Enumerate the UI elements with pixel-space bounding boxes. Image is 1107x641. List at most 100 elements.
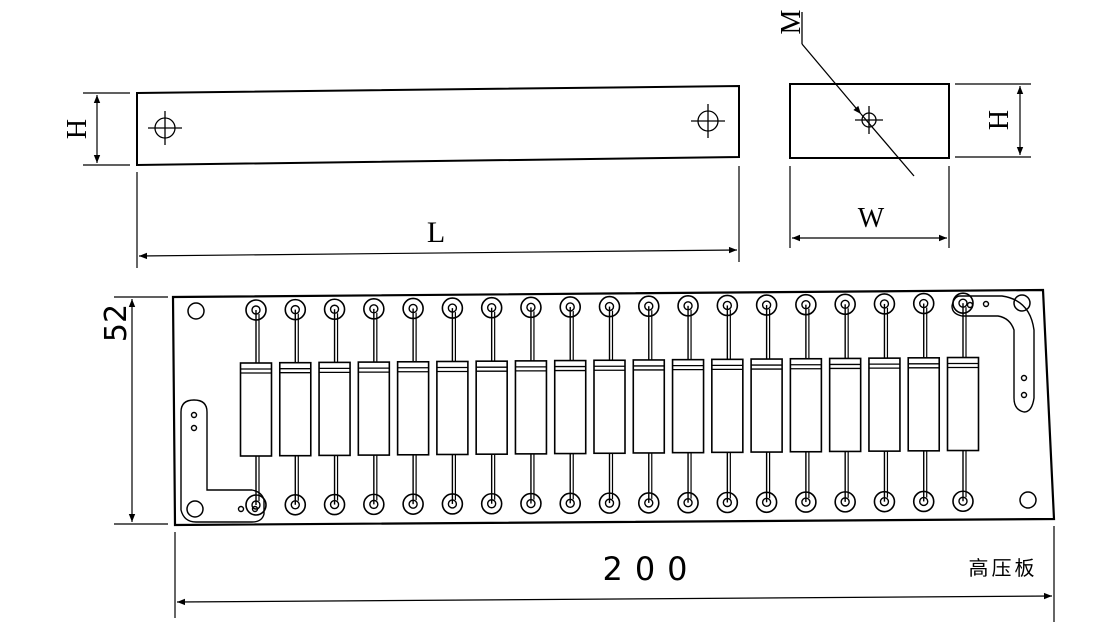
eyelet-ring-icon [598,492,621,514]
eyelet-ring-icon [952,292,974,314]
resistor-body [868,357,901,452]
eyelet-ring-icon [761,300,772,310]
eyelet-ring-icon [441,297,464,319]
eyelet-ring-icon [526,302,536,313]
eyelet-ring-icon [290,304,300,315]
eyelet-ring-icon [716,294,739,317]
eyelet-ring-icon [919,298,929,309]
eyelet-ring-icon [441,493,464,515]
eyelet-ring-icon [284,298,307,321]
resistor-body [789,357,823,453]
eyelet-ring-icon [323,298,346,321]
eyelet-ring-icon [873,490,896,513]
eyelet-ring-icon [329,499,340,510]
eyelet-ring-icon [559,492,582,515]
eyelet-ring-icon [598,295,621,318]
block-outline [789,83,950,159]
eyelet-ring-icon [952,490,974,513]
board-width-dimension [174,526,1055,622]
resistor-body [828,357,862,453]
eyelet-ring-icon [879,496,890,507]
eyelet-ring-icon [251,305,261,315]
eyelet-ring-icon [644,301,654,311]
eyelet-ring-icon [801,497,811,507]
resistor-body [318,361,351,457]
eyelet-ring-icon [834,293,856,316]
eyelet-ring-icon [402,493,424,515]
resistor-body [436,360,469,456]
eyelet-ring-icon [480,296,503,319]
resistor-body [396,360,430,456]
eyelet-ring-icon [402,297,424,320]
eyelet-ring-icon [919,496,929,507]
left-trace [180,399,265,523]
resistor-body [475,360,508,455]
eyelet-ring-icon [363,298,385,320]
board [171,288,1056,527]
eyelet-ring-icon [716,491,739,514]
resistor-body [750,358,783,453]
hole-label: M [776,9,807,34]
eyelet-ring-icon [486,303,497,313]
eyelet-ring-icon [323,493,346,516]
height-dimension [83,92,130,166]
board-width-label: 200 [602,550,699,588]
eyelet-ring-icon [290,500,300,510]
crosshair-hole-icon [855,106,883,134]
board-name-label: 高压板 [969,556,1038,580]
eyelet-ring-icon [912,292,935,315]
side-height-dimension [955,83,1031,158]
top-height-label: H [62,119,93,139]
right-trace [951,295,1035,413]
eyelet-ring-icon [329,304,340,314]
eyelet-ring-icon [251,500,261,510]
top-view [83,84,740,268]
eyelet-ring-icon [565,302,575,312]
eyelet-ring-icon [526,498,536,509]
eyelet-ring-icon [873,293,896,315]
board-height-dimension [114,296,168,525]
board-height-label: 52 [99,304,134,342]
eyelet-ring-icon [637,295,660,318]
eyelet-ring-icon [363,493,385,516]
eyelet-ring-icon [369,499,379,510]
eyelet-ring-icon [245,299,267,321]
resistor-body [907,357,941,452]
length-dimension [136,166,740,268]
eyelet-ring-icon [284,493,307,516]
eyelet-ring-icon [840,299,850,309]
hole-leader [801,12,915,177]
eyelet-ring-icon [637,492,660,514]
eyelet-ring-icon [683,301,693,311]
resistor-body [239,362,273,457]
mount-hole-icon [186,500,204,518]
eyelet-ring-icon [604,498,615,508]
eyelet-ring-icon [912,490,935,513]
eyelet-ring-icon [559,296,582,318]
eyelet-ring-icon [722,300,733,311]
side-height-label: H [984,110,1015,130]
eyelet-ring-icon [761,497,772,507]
eyelet-ring-icon [958,298,968,308]
resistor-body [593,359,626,455]
eyelet-ring-icon [755,294,778,316]
eyelet-ring-icon [369,304,379,314]
length-label: L [427,216,445,249]
eyelet-ring-icon [795,293,817,316]
mount-hole-icon [1013,294,1031,312]
eyelet-ring-icon [677,491,699,514]
eyelet-ring-icon [644,498,654,508]
eyelet-ring-icon [683,498,693,508]
eyelet-ring-icon [755,491,778,514]
eyelet-ring-icon [677,295,699,317]
resistor-body [553,359,587,455]
eyelet-ring-icon [520,492,542,515]
resistor-body [711,358,744,454]
eyelet-ring-icon [520,296,542,319]
crosshair-hole-icon [691,104,725,138]
resistor-body [278,361,312,457]
eyelet-ring-icon [245,494,267,516]
eyelet-ring-icon [840,497,850,507]
resistor-body [946,356,980,452]
